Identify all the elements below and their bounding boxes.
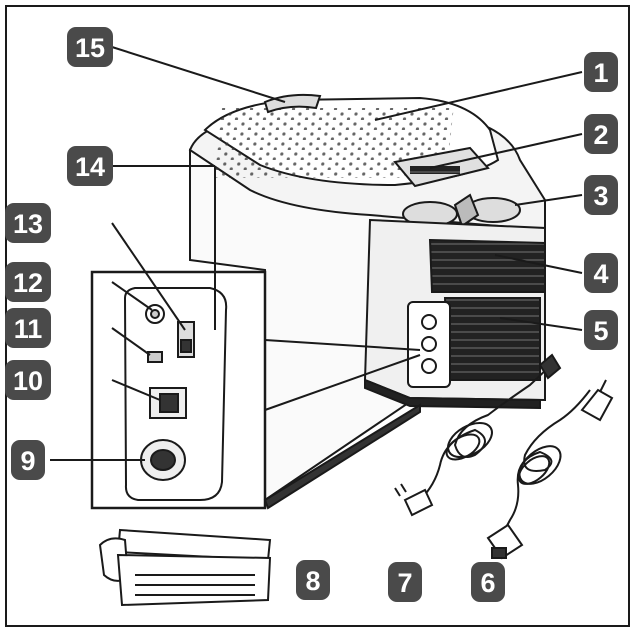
leader-lines	[50, 46, 583, 461]
callout-number: 13	[13, 209, 43, 239]
inset-box	[90, 270, 267, 510]
callout-number: 3	[593, 181, 608, 211]
inset-connector-lines	[264, 339, 421, 411]
callout-badge-bg	[5, 308, 51, 348]
callout-badge-bg	[584, 175, 618, 215]
callout-badge-bg	[5, 262, 51, 302]
callout-number: 1	[593, 58, 608, 88]
callout-badge-3: 3	[584, 175, 618, 215]
callout-number: 10	[13, 366, 43, 396]
callout-badge-7: 7	[388, 562, 422, 602]
callout-badge-bg	[388, 562, 422, 602]
callout-badge-9: 9	[11, 440, 45, 480]
callout-badge-10: 10	[5, 360, 51, 400]
callout-badge-13: 13	[5, 203, 51, 243]
callout-badge-15: 15	[67, 27, 113, 67]
callout-badge-6: 6	[471, 562, 505, 602]
callout-number: 7	[397, 568, 412, 598]
inset-socket-panel	[123, 287, 228, 501]
callout-number: 4	[593, 259, 608, 289]
callout-badge-11: 11	[5, 308, 51, 348]
callout-badge-14: 14	[67, 146, 113, 186]
callout-number: 15	[75, 33, 105, 63]
callout-badge-bg	[11, 440, 45, 480]
callout-badge-8: 8	[296, 560, 330, 600]
callout-badge-bg	[5, 360, 51, 400]
callout-number: 11	[14, 314, 43, 344]
callout-badge-bg	[67, 146, 113, 186]
callout-number: 5	[593, 316, 608, 346]
callout-number: 8	[305, 566, 320, 596]
callout-badge-bg	[584, 114, 618, 154]
callout-number: 14	[75, 152, 105, 182]
callout-number: 9	[20, 446, 35, 476]
callout-number: 12	[13, 268, 43, 298]
ac-power-cable	[394, 353, 562, 517]
callout-number: 2	[593, 120, 608, 150]
callout-badge-bg	[584, 310, 618, 350]
callout-badge-bg	[5, 203, 51, 243]
callout-badge-2: 2	[584, 114, 618, 154]
callout-badge-1: 1	[584, 52, 618, 92]
callout-badge-bg	[584, 253, 618, 293]
callout-badge-4: 4	[584, 253, 618, 293]
dc-car-cable	[486, 379, 614, 560]
callout-badge-12: 12	[5, 262, 51, 302]
callout-number: 6	[480, 568, 495, 598]
accessory-tags	[98, 528, 272, 607]
callout-badge-bg	[67, 27, 113, 67]
callout-badge-bg	[584, 52, 618, 92]
callout-badge-bg	[296, 560, 330, 600]
callout-badge-bg	[471, 562, 505, 602]
callout-badge-5: 5	[584, 310, 618, 350]
cooler-body	[188, 93, 547, 510]
